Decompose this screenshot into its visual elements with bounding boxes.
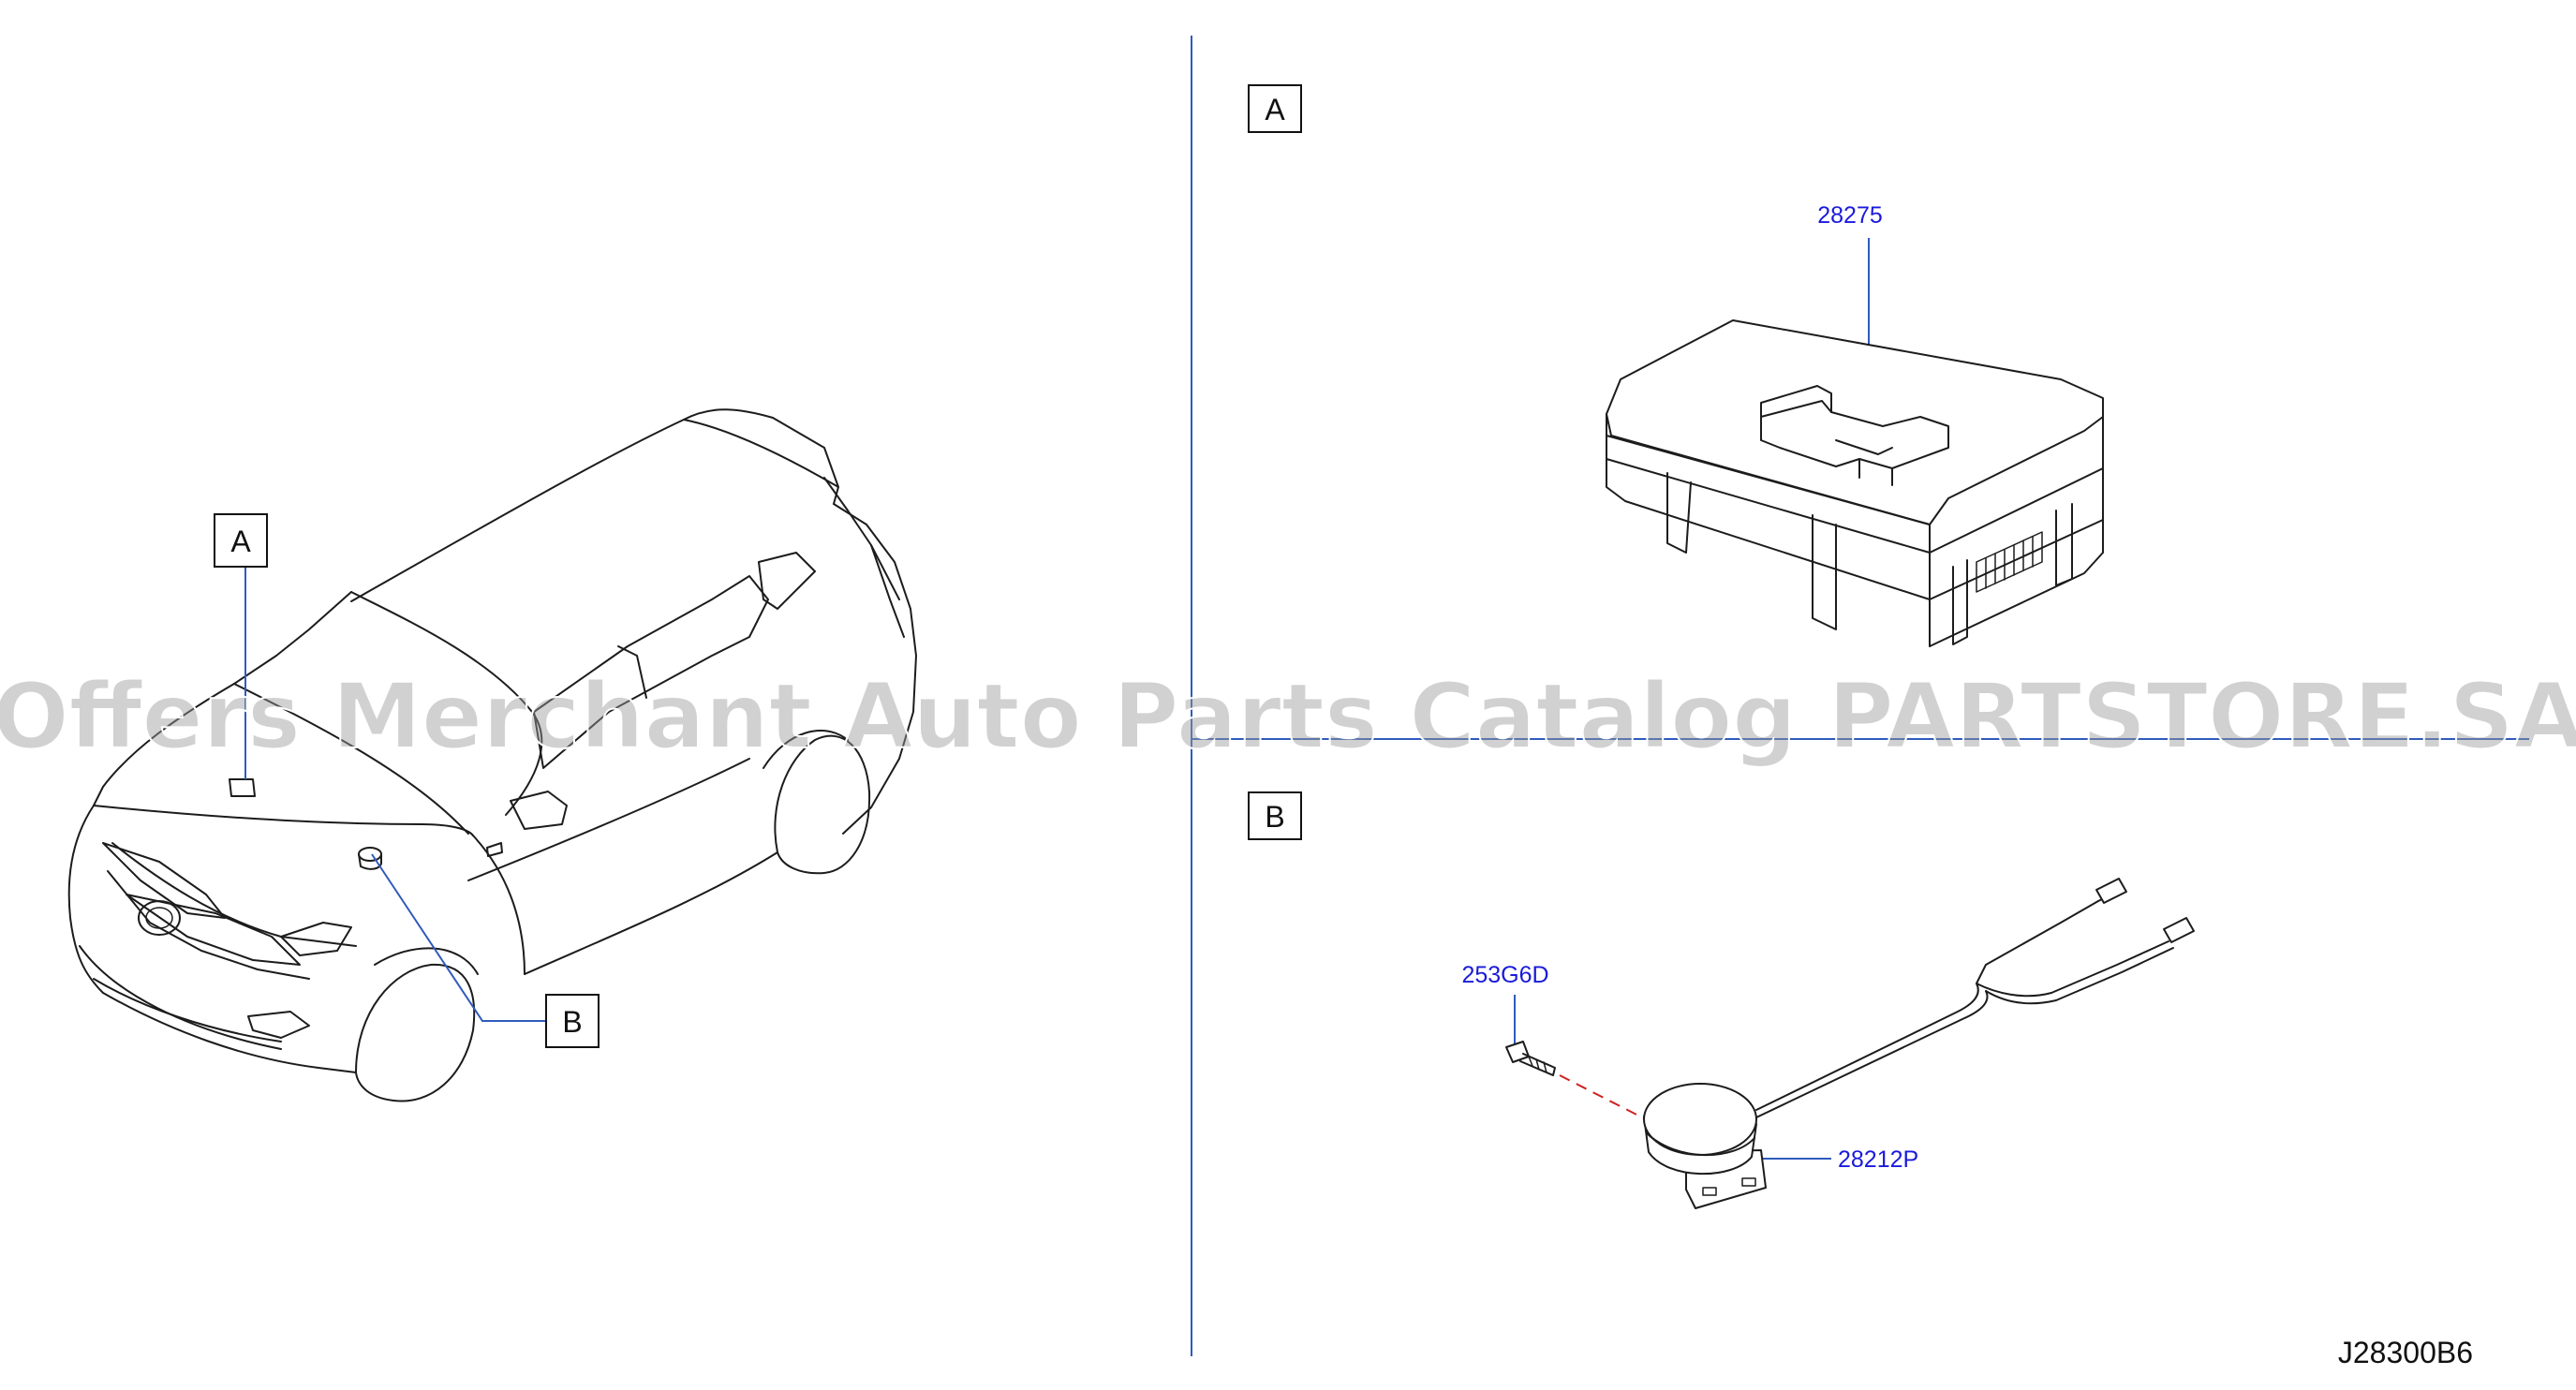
part-number-28212p: 28212P <box>1838 1146 1918 1173</box>
leader-ref-b <box>371 853 546 1022</box>
antenna-drawing <box>1643 878 2195 1209</box>
part-number-253g6d: 253G6D <box>1461 962 1548 988</box>
ref-a-overview-label: A <box>230 525 251 558</box>
ref-box-b-overview: B <box>545 994 600 1048</box>
ref-box-a-section: A <box>1248 84 1302 133</box>
ref-b-overview-label: B <box>562 1005 582 1039</box>
part-number-28275: 28275 <box>1817 202 1883 229</box>
diagram-code: J28300B6 <box>2338 1336 2473 1369</box>
ref-box-a-overview: A <box>214 513 268 568</box>
ref-a-section-label: A <box>1265 93 1285 126</box>
screw-drawing <box>1505 1041 1556 1076</box>
ref-b-section-label: B <box>1265 800 1284 834</box>
vehicle-illustration <box>67 408 917 1102</box>
control-unit-drawing <box>1606 319 2104 647</box>
watermark-text: Offers Merchant Auto Parts Catalog PARTS… <box>0 664 2576 769</box>
ref-box-b-section: B <box>1248 791 1302 840</box>
